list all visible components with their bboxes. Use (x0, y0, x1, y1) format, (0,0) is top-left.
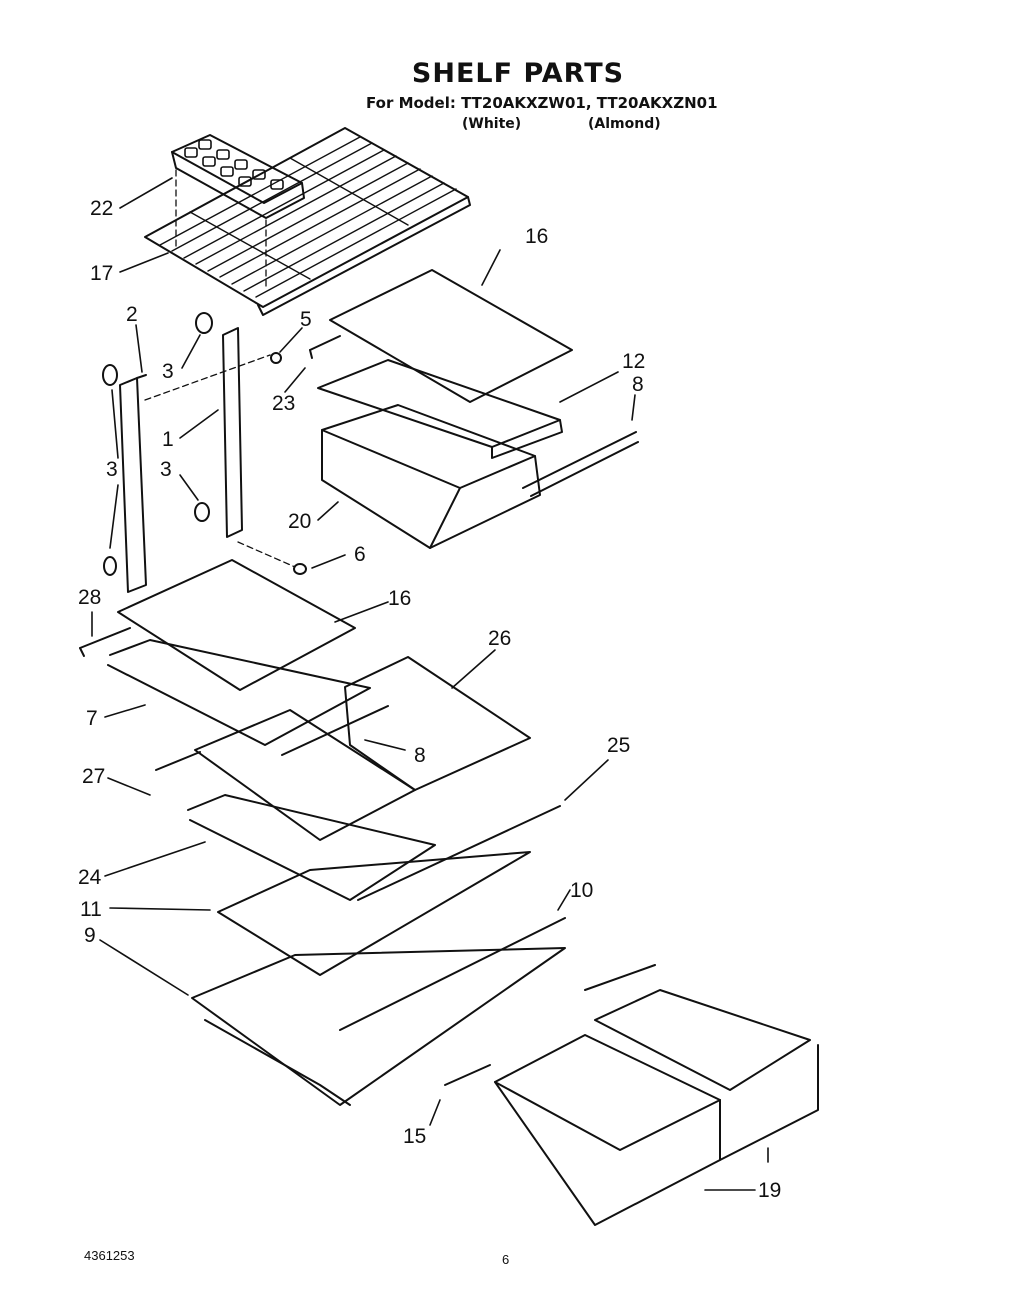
model-numbers: For Model: TT20AKXZW01, TT20AKXZN01 (366, 94, 718, 112)
callout-26: 26 (488, 627, 511, 650)
callout-9: 9 (84, 924, 96, 947)
color-variant-white: (White) (462, 116, 522, 132)
callout-12: 12 (622, 350, 645, 373)
crisper-drawer-part (321, 404, 639, 549)
glass-shelf-lower-part (155, 656, 561, 901)
document-number: 4361253 (84, 1248, 135, 1263)
callout-3: 3 (162, 360, 174, 383)
glass-shelf-upper-part (309, 269, 573, 403)
callout-11: 11 (80, 898, 102, 921)
crisper-cover-glass-part (191, 851, 566, 1106)
callout-3: 3 (106, 458, 118, 481)
callout-23: 23 (272, 392, 295, 415)
callout-1: 1 (162, 428, 174, 451)
shelf-standard-part (102, 312, 307, 593)
callout-24: 24 (78, 866, 102, 889)
page-number: 6 (502, 1252, 510, 1267)
callout-27: 27 (82, 765, 105, 788)
callout-6: 6 (354, 543, 366, 566)
callout-22: 22 (90, 197, 113, 220)
callout-7: 7 (86, 707, 98, 730)
callout-10: 10 (570, 879, 593, 902)
page-title: SHELF PARTS (411, 58, 625, 89)
callout-8: 8 (414, 744, 426, 767)
callout-8: 8 (632, 373, 644, 396)
callout-16: 16 (525, 225, 548, 248)
callout-2: 2 (126, 303, 138, 326)
callout-5: 5 (300, 308, 312, 331)
callout-15: 15 (403, 1125, 426, 1148)
glass-shelf-middle-part (79, 559, 371, 746)
page-header: SHELF PARTS For Model: TT20AKXZW01, TT20… (0, 0, 1036, 140)
callout-25: 25 (607, 734, 630, 757)
crisper-frame-part (317, 359, 563, 459)
ice-tray-part (171, 134, 305, 291)
wire-shelf-part (144, 127, 471, 316)
callout-20: 20 (288, 510, 311, 533)
callout-19: 19 (758, 1179, 781, 1202)
crisper-drawers-part (444, 964, 819, 1226)
callout-16: 16 (388, 587, 411, 610)
callout-3: 3 (160, 458, 172, 481)
color-variant-almond: (Almond) (588, 116, 661, 132)
callout-17: 17 (90, 262, 113, 285)
callout-28: 28 (78, 586, 101, 609)
